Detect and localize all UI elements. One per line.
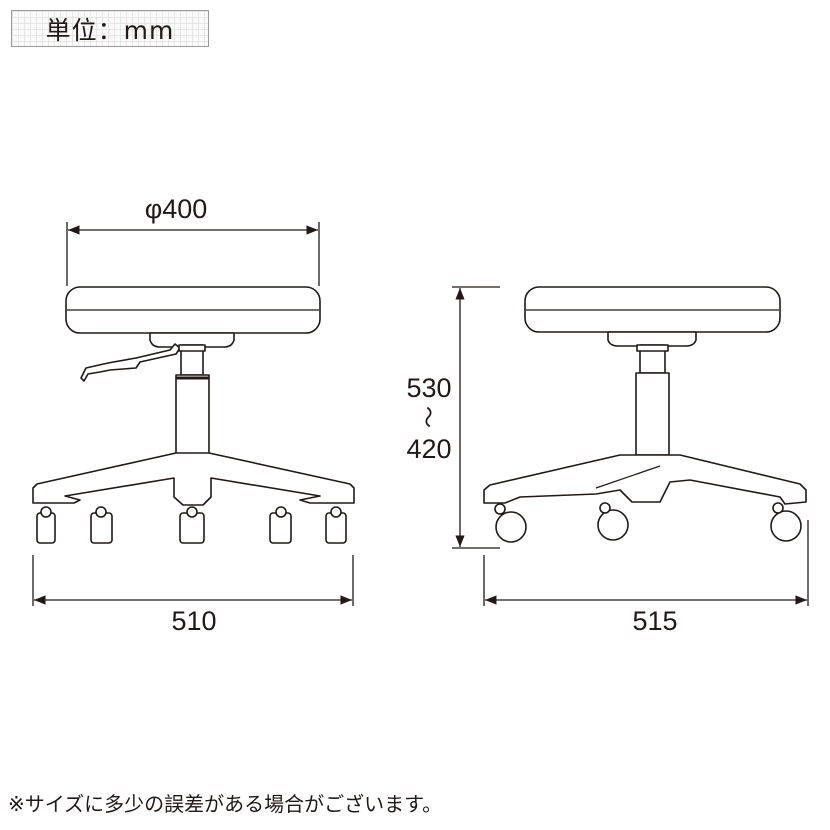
height-max-label: 530 bbox=[406, 373, 452, 403]
height-dimension-line bbox=[452, 286, 500, 549]
gas-cylinder bbox=[635, 372, 670, 456]
seat-diameter-label: φ400 bbox=[144, 194, 208, 224]
casters bbox=[36, 506, 347, 544]
seat bbox=[65, 286, 321, 334]
height-min-label: 420 bbox=[406, 434, 452, 464]
seat bbox=[524, 286, 781, 333]
base-depth-dimension-line bbox=[483, 520, 809, 606]
size-disclaimer-note: ※サイズに多少の誤差がある場合がございます。 bbox=[8, 792, 443, 816]
seat-bracket bbox=[149, 332, 235, 348]
base bbox=[483, 454, 807, 505]
side-depth-label: 515 bbox=[632, 606, 678, 636]
seat-diameter-dimension-line bbox=[66, 222, 320, 286]
side-view bbox=[452, 286, 809, 606]
base-width-dimension-line bbox=[32, 555, 354, 606]
front-view bbox=[32, 222, 355, 606]
casters bbox=[494, 502, 802, 543]
unit-label: 単位：mm bbox=[11, 10, 209, 47]
height-range-separator: 〜 bbox=[415, 405, 440, 429]
gas-cylinder bbox=[175, 374, 210, 456]
front-width-label: 510 bbox=[171, 606, 217, 636]
base bbox=[32, 452, 355, 506]
lever bbox=[80, 343, 181, 382]
